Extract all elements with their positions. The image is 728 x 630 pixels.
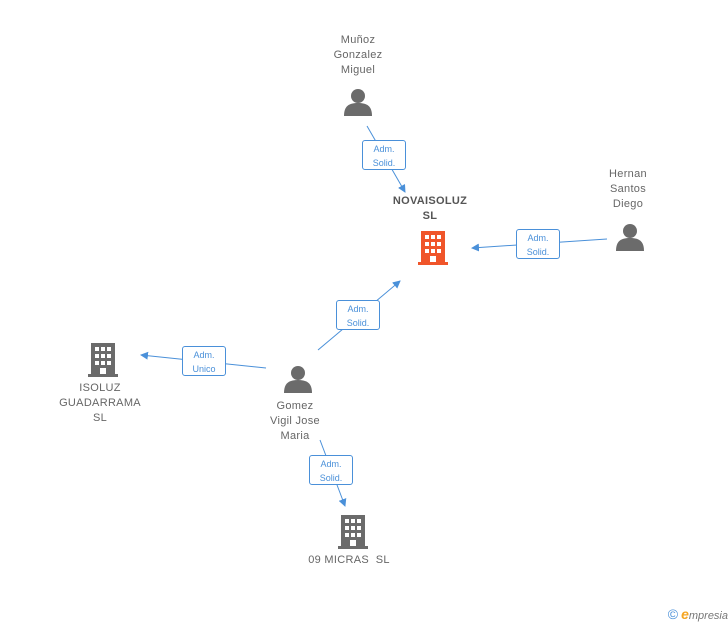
label-line: Gonzalez (333, 49, 383, 61)
copyright-icon: © (667, 606, 679, 622)
company-label-09-micras[interactable]: 09 MICRAS SL (294, 553, 404, 568)
empresia-watermark: ©empresia (668, 606, 728, 622)
edge-label-gomez-isoluz: Adm. Unico (182, 346, 226, 376)
person-icon[interactable] (616, 224, 644, 251)
building-icon[interactable] (338, 515, 368, 549)
company-label-isoluz[interactable]: ISOLUZ GUADARRAMA SL (50, 381, 150, 426)
edge-label-line: Solid. (372, 158, 396, 168)
edge-label-line: Adm. (527, 233, 549, 243)
person-label-gomez[interactable]: Gomez Vigil Jose Maria (247, 399, 343, 444)
label-line: Diego (612, 198, 644, 210)
person-icon[interactable] (284, 366, 312, 393)
label-line: SL (92, 412, 108, 424)
building-icon[interactable] (88, 343, 118, 377)
label-line: GUADARRAMA (59, 397, 141, 409)
label-line: SL (422, 210, 438, 222)
brand-initial: e (681, 606, 689, 622)
label-line: NOVAISOLUZ (392, 195, 468, 207)
label-line: Gomez (276, 400, 314, 412)
edge-label-line: Adm. (347, 304, 369, 314)
edge-label-line: Solid. (319, 473, 343, 483)
label-line: Maria (280, 430, 310, 442)
edge-label-line: Adm. (373, 144, 395, 154)
edge-label-hernan-novaisoluz: Adm. Solid. (516, 229, 560, 259)
person-label-hernan[interactable]: Hernan Santos Diego (580, 167, 676, 212)
label-line: Miguel (340, 64, 376, 76)
building-icon-main[interactable] (418, 231, 448, 265)
edge-label-gomez-micras: Adm. Solid. (309, 455, 353, 485)
label-line: 09 MICRAS SL (308, 554, 390, 566)
label-line: Santos (609, 183, 647, 195)
edge-label-munoz-novaisoluz: Adm. Solid. (362, 140, 406, 170)
label-line: Hernan (609, 168, 647, 180)
label-line: ISOLUZ (79, 382, 121, 394)
person-label-munoz[interactable]: Muñoz Gonzalez Miguel (310, 33, 406, 78)
label-line: Muñoz (340, 34, 376, 46)
edge-label-line: Adm. (320, 459, 342, 469)
edge-label-line: Solid. (346, 318, 370, 328)
edge-label-line: Solid. (526, 247, 550, 257)
edge-label-line: Adm. (193, 350, 215, 360)
brand-name: mpresia (688, 610, 728, 622)
label-line: Vigil Jose (270, 415, 320, 427)
person-icon[interactable] (344, 89, 372, 116)
edge-label-line: Unico (192, 364, 216, 374)
edge-label-gomez-novaisoluz: Adm. Solid. (336, 300, 380, 330)
company-label-novaisoluz[interactable]: NOVAISOLUZ SL (380, 194, 480, 224)
